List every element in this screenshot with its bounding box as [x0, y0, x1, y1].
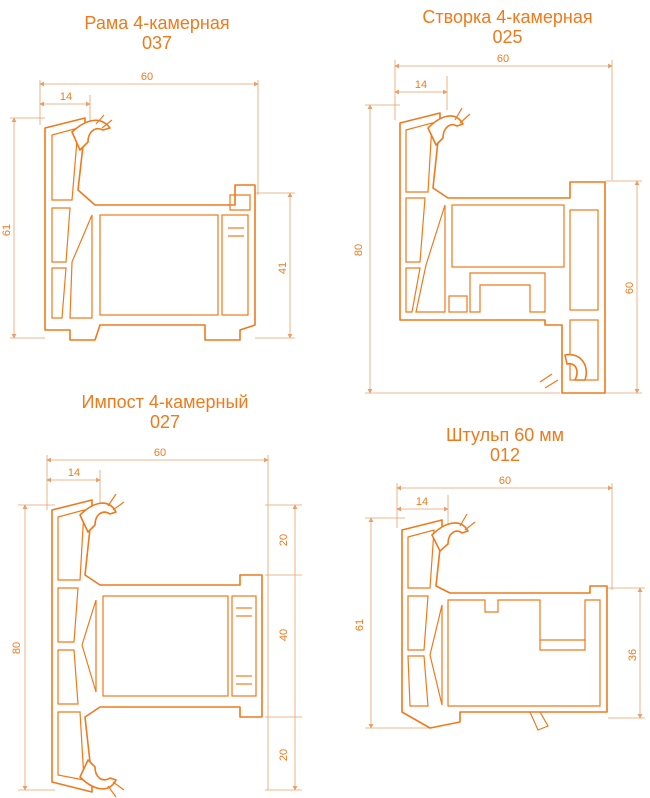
shtulp-profile: 60 14 61 36: [354, 475, 645, 731]
shtulp-dim-height: 61: [354, 619, 366, 631]
impost-profile: 60 14 80 20 40 20: [11, 447, 302, 798]
impost-dim-right-mid: 40: [278, 629, 290, 641]
stvorka-seal-icon: [427, 115, 464, 146]
shtulp-title: Штульп 60 мм 012: [410, 425, 600, 465]
impost-dim-top: 14: [68, 467, 80, 479]
rama-dimensions: 60 14 61 41: [1, 71, 295, 339]
impost-code: 027: [149, 412, 181, 432]
impost-bottom-seal-icon: [79, 759, 117, 790]
shtulp-seal-icon: [431, 522, 469, 552]
shtulp-dim-top: 14: [416, 496, 428, 508]
rama-name: Рама 4-камерная: [84, 13, 230, 33]
stvorka-code: 025: [492, 27, 523, 47]
stvorka-name: Створка 4-камерная: [422, 7, 593, 27]
rama-title: Рама 4-камерная 037: [52, 13, 262, 53]
rama-dim-height: 61: [1, 224, 13, 236]
shtulp-dimensions: 60 14 61 36: [354, 475, 645, 729]
stvorka-profile: 60 14 80 60: [353, 53, 642, 394]
rama-seal-icon: [71, 119, 111, 151]
rama-dim-width: 60: [141, 71, 153, 83]
stvorka-dimensions: 60 14 80 60: [353, 53, 642, 394]
rama-profile: 60 14 61 41: [1, 71, 295, 341]
stvorka-lower-seal-icon: [564, 353, 587, 381]
impost-dim-right-top: 20: [278, 534, 290, 546]
impost-name: Импост 4-камерный: [81, 392, 249, 412]
shtulp-name: Штульп 60 мм: [446, 425, 564, 445]
impost-dim-width: 60: [154, 447, 166, 459]
stvorka-dim-width: 60: [497, 53, 509, 65]
impost-title: Импост 4-камерный 027: [60, 392, 270, 432]
stvorka-dim-right: 60: [624, 282, 636, 294]
shtulp-dim-right: 36: [627, 649, 639, 661]
stvorka-title: Створка 4-камерная 025: [395, 7, 620, 47]
shtulp-code: 012: [489, 445, 521, 465]
stvorka-dim-height: 80: [353, 244, 365, 256]
impost-top-seal-icon: [79, 502, 117, 533]
shtulp-dim-width: 60: [499, 475, 511, 487]
rama-code: 037: [141, 33, 173, 53]
rama-dim-top: 14: [60, 91, 72, 103]
rama-dim-right: 41: [277, 262, 289, 274]
impost-dim-height: 80: [11, 642, 23, 654]
stvorka-dim-top: 14: [415, 79, 427, 91]
impost-dimensions: 60 14 80 20 40 20: [11, 447, 302, 791]
impost-dim-right-bot: 20: [278, 749, 290, 761]
